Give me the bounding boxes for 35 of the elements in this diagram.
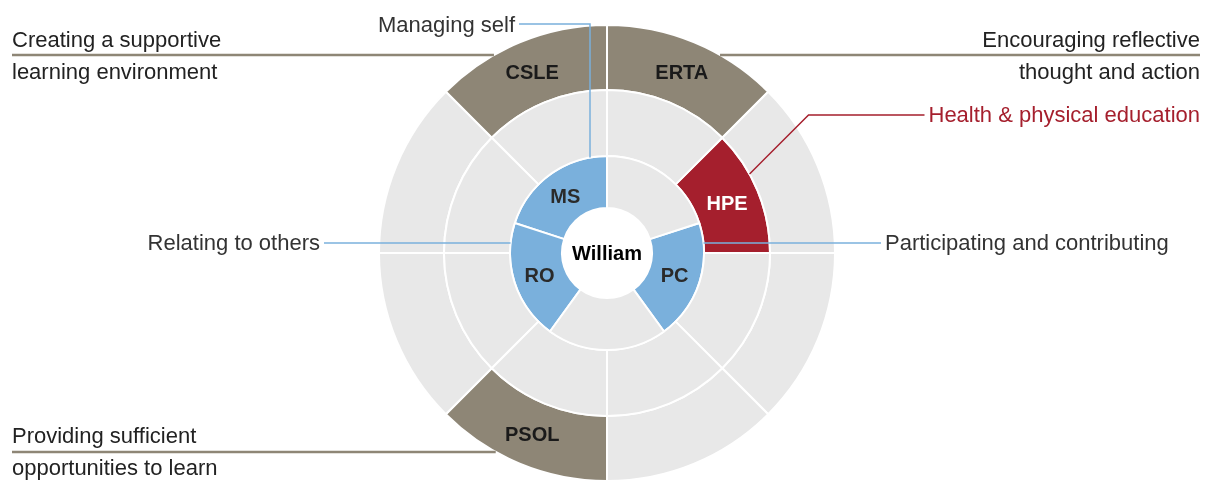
segment-label: RO bbox=[524, 263, 555, 286]
leader-line bbox=[323, 242, 512, 244]
center-label: William bbox=[572, 242, 642, 264]
callout-label: Health & physical education bbox=[928, 100, 1200, 130]
callout-label: Relating to others bbox=[147, 228, 320, 258]
leader-line bbox=[702, 242, 882, 244]
leader-line bbox=[12, 450, 496, 454]
leader-line bbox=[518, 23, 591, 159]
segment-label: HPE bbox=[706, 192, 748, 215]
callout-label: Managing self bbox=[378, 10, 515, 40]
ring-segment bbox=[490, 89, 608, 186]
ring-segment bbox=[606, 320, 724, 417]
ring-segment bbox=[378, 90, 493, 254]
callout-label: Encouraging reflective thought and action bbox=[950, 24, 1200, 88]
callout-label: Providing sufficient opportunities to learn bbox=[12, 420, 262, 482]
ring-segment bbox=[378, 252, 493, 416]
ring-segment bbox=[606, 367, 770, 482]
leader-line bbox=[748, 114, 926, 175]
callout-label: Creating a supportive learning environment bbox=[12, 24, 262, 88]
segment-label: PSOL bbox=[504, 422, 560, 445]
ring-segment bbox=[606, 89, 724, 186]
ring-segment bbox=[721, 252, 836, 416]
ring-segment bbox=[490, 320, 608, 417]
segment-label: MS bbox=[550, 184, 581, 207]
ring-segment bbox=[443, 136, 540, 254]
segment-label: CSLE bbox=[505, 61, 559, 84]
segment-label: ERTA bbox=[655, 61, 709, 84]
ring-segment bbox=[606, 155, 701, 241]
leader-line bbox=[12, 53, 494, 57]
ring-segment bbox=[606, 24, 770, 139]
ring-segment bbox=[444, 367, 608, 482]
leader-line bbox=[720, 53, 1200, 57]
callout-label: Participating and contributing bbox=[885, 228, 1169, 258]
segment-label: PC bbox=[660, 263, 689, 286]
ring-segment bbox=[549, 288, 665, 351]
